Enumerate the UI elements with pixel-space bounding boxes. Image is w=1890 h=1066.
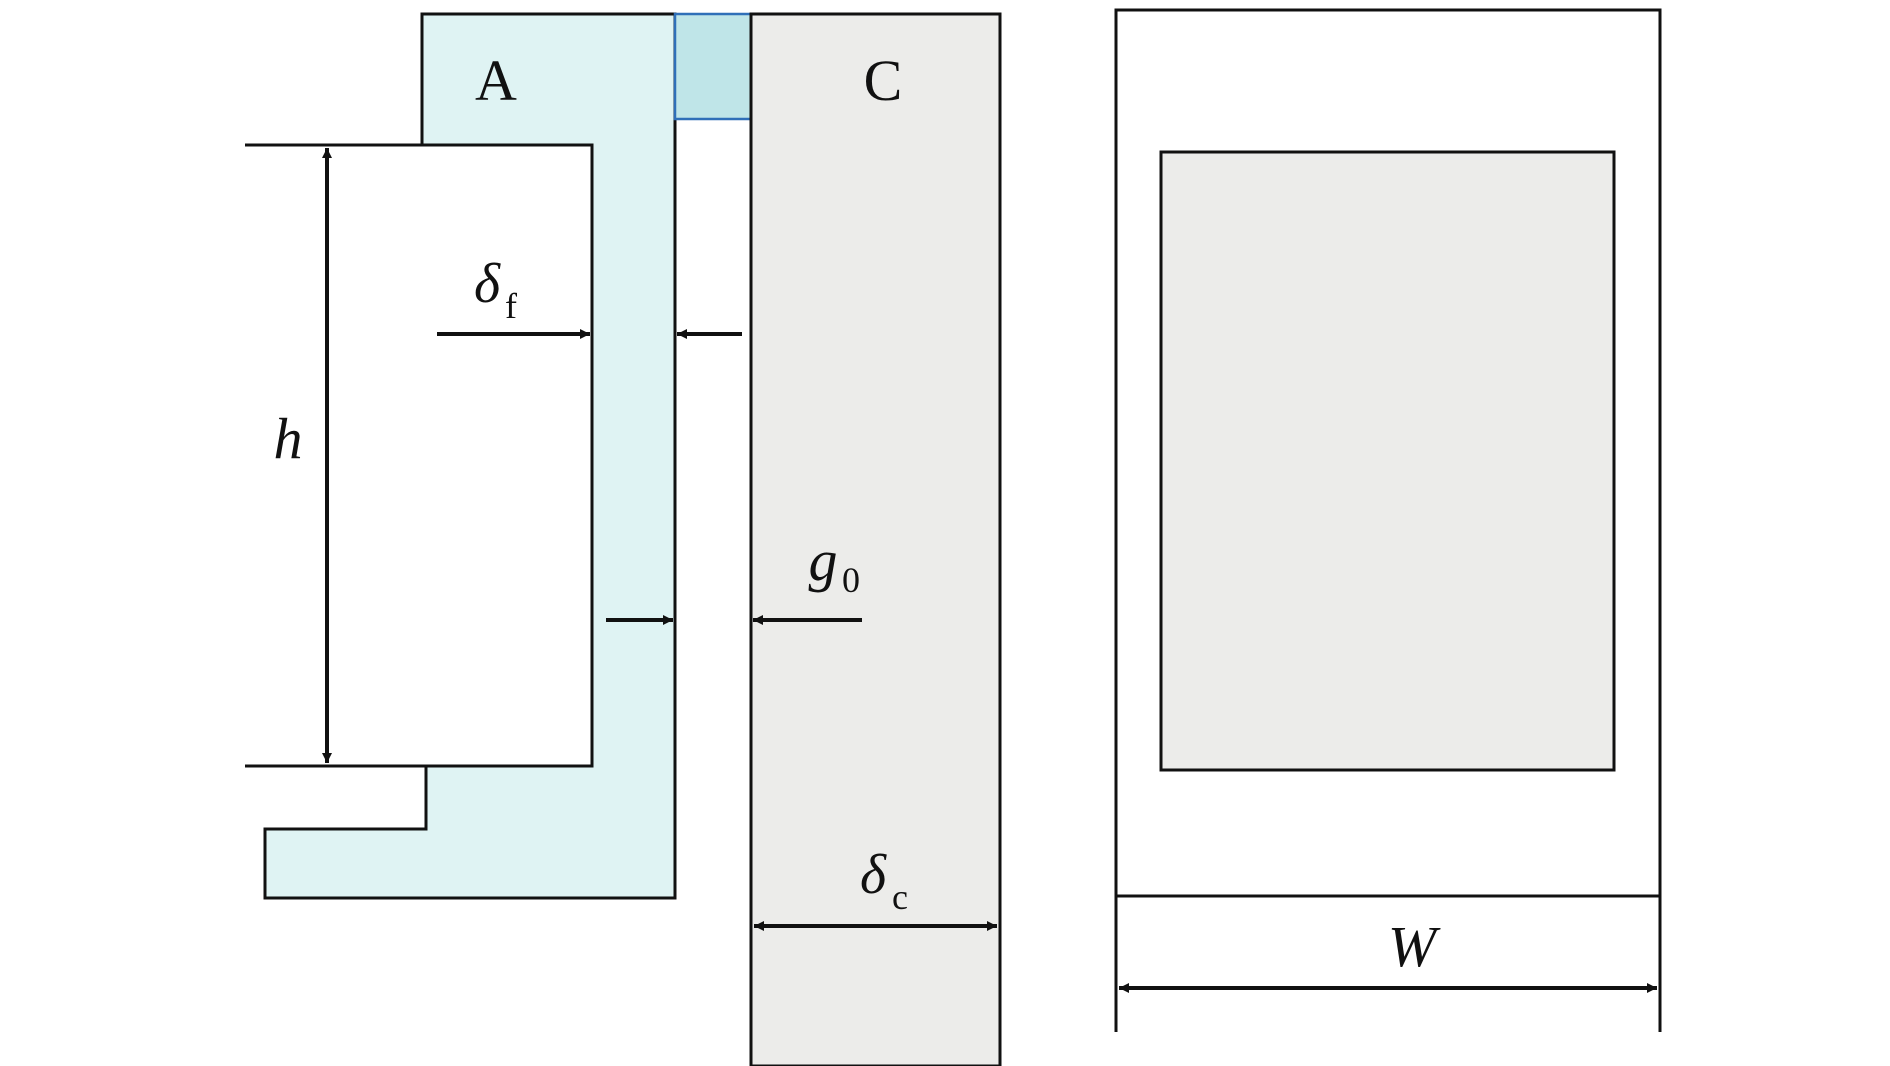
label-delta-c-subscript: c [892, 877, 908, 917]
right-view-frame [1114, 8, 1662, 1032]
label-gap-g: g [809, 528, 838, 593]
label-height-h: h [274, 406, 303, 471]
label-delta-f-subscript: f [505, 286, 517, 326]
label-gap-subscript: 0 [842, 560, 860, 600]
label-width-w: W [1388, 914, 1441, 979]
label-part-c: C [864, 48, 903, 113]
label-delta-f: δ [474, 253, 501, 315]
part-c-core [749, 12, 1002, 1066]
top-block [673, 12, 753, 121]
label-part-a: A [475, 48, 517, 113]
right-view-window [1159, 150, 1616, 772]
label-delta-c: δ [860, 844, 887, 906]
